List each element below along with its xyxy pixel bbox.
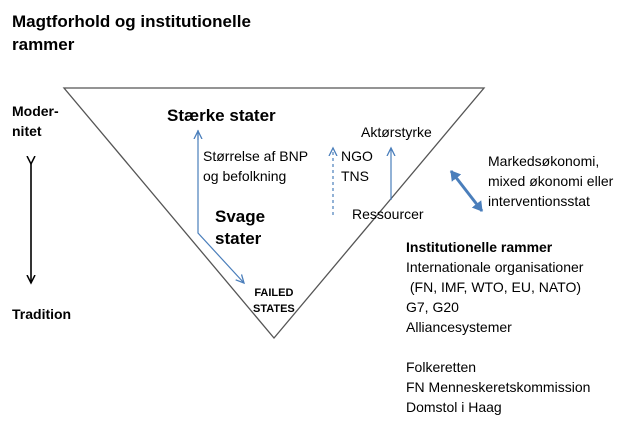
strong-states-label: Stærke stater [167, 106, 276, 125]
title-line-1: Magtforhold og institutionelle [12, 12, 251, 31]
institutions-block: Institutionelle rammer Internationale or… [406, 237, 590, 417]
actor-strength-label: Aktørstyrke [361, 124, 432, 140]
size-arrow [197, 130, 244, 283]
failed-states-label: FAILED STATES [253, 287, 295, 315]
resources-label: Ressourcer [352, 206, 424, 222]
economy-label: Markedsøkonomi, mixed økonomi eller inte… [488, 153, 614, 209]
size-label: Størrelse af BNP og befolkning [203, 148, 309, 184]
diagram-title: Magtforhold og institutionelle rammer [12, 10, 251, 56]
institutions-item: (FN, IMF, WTO, EU, NATO) [406, 279, 581, 295]
ngo-tns-label: NGO TNS [341, 148, 373, 184]
law-item: FN Menneskeretskommission [406, 379, 591, 395]
power-triangle [62, 87, 486, 340]
law-item: Domstol i Haag [406, 399, 502, 415]
institutions-item: Internationale organisationer [406, 259, 584, 275]
law-item: Folkeretten [406, 359, 477, 375]
spacer [406, 337, 590, 357]
institutions-item: Alliancesystemer [406, 319, 512, 335]
tradition-label: Tradition [12, 306, 72, 322]
modernity-label: Moder- nitet [12, 103, 59, 139]
weak-states-label: Svage stater [215, 207, 266, 248]
title-line-2: rammer [12, 35, 75, 54]
institutions-item: G7, G20 [406, 299, 459, 315]
institutions-heading: Institutionelle rammer [406, 239, 553, 255]
economy-arrow [449, 170, 484, 212]
